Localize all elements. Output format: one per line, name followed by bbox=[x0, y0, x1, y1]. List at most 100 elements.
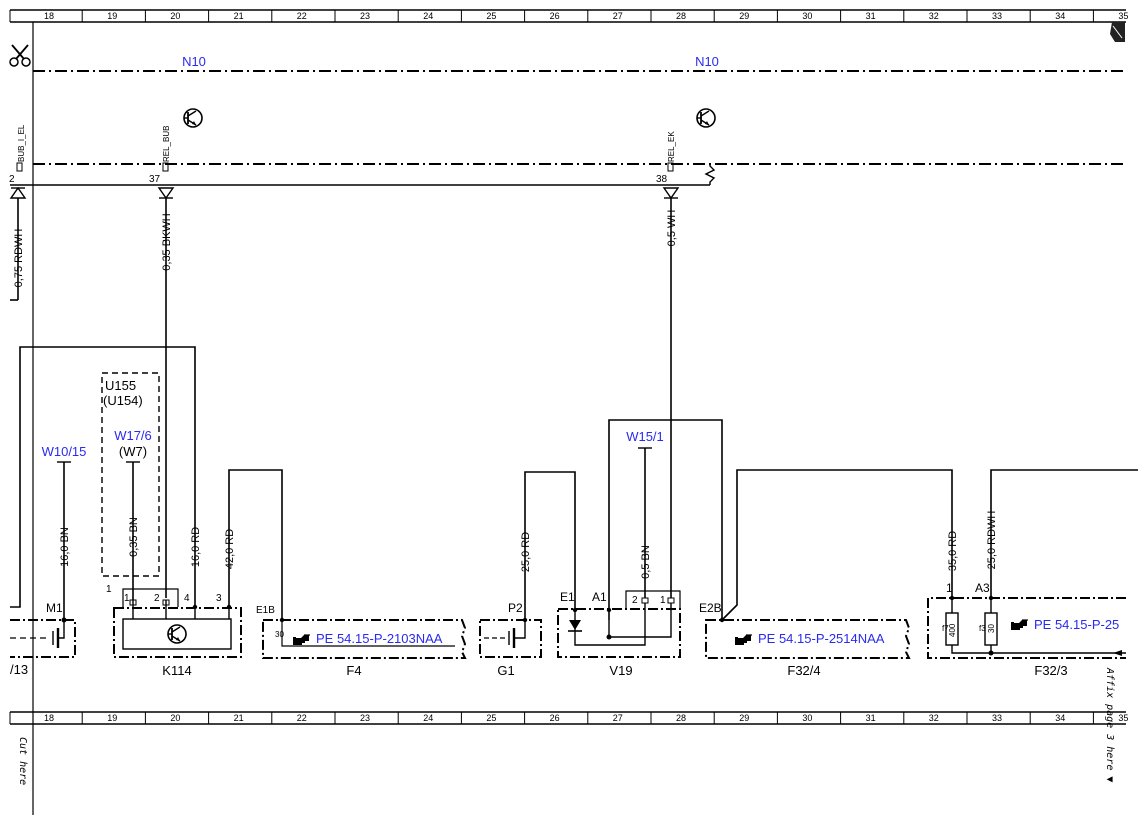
connector-a3: A3 bbox=[975, 581, 990, 595]
hand-pointer-icon bbox=[1010, 619, 1029, 631]
pe-ref-f32-3: PE 54.15-P-25 bbox=[1034, 617, 1119, 632]
ruler-column-number: 18 bbox=[44, 713, 54, 723]
ruler-column-number: 22 bbox=[297, 11, 307, 21]
ruler-column-number: 19 bbox=[107, 11, 117, 21]
ruler-column-number: 28 bbox=[676, 11, 686, 21]
ruler-column-number: 28 bbox=[676, 713, 686, 723]
ruler-column-number: 21 bbox=[234, 713, 244, 723]
cut-here-note: Cut here bbox=[17, 737, 28, 785]
ruler-column-number: 18 bbox=[44, 11, 54, 21]
ruler-column-number: 34 bbox=[1055, 713, 1065, 723]
transistor-icon bbox=[167, 624, 187, 644]
pe-ref-f4: PE 54.15-P-2103NAA bbox=[316, 631, 443, 646]
wire-label: 0,5 BN bbox=[640, 545, 652, 579]
w17-6-ref: W17/6 bbox=[114, 428, 152, 443]
ruler-column-number: 35 bbox=[1118, 11, 1128, 21]
wire-label: 25,0 RD bbox=[520, 532, 532, 572]
ruler-column-number: 26 bbox=[550, 713, 560, 723]
connector-a1: A1 bbox=[592, 590, 607, 604]
wire-label: 16,0 BN bbox=[59, 527, 71, 567]
connector-2: 2 bbox=[632, 595, 638, 606]
bus-connectors bbox=[9, 186, 680, 200]
component-label-k114: K114 bbox=[162, 663, 191, 678]
ruler-column-number: 24 bbox=[423, 713, 433, 723]
wires bbox=[10, 198, 1138, 621]
fuse-rating: 30 bbox=[987, 624, 996, 633]
connector-m1: M1 bbox=[46, 601, 63, 615]
pin-number-2: 2 bbox=[9, 174, 15, 185]
wire-label: 16,0 RD bbox=[190, 527, 202, 567]
connector-1: 1 bbox=[946, 581, 953, 595]
ruler-column-number: 31 bbox=[866, 713, 876, 723]
ruler-column-number: 32 bbox=[929, 11, 939, 21]
component-label-f4: F4 bbox=[346, 663, 361, 678]
w7-ref: (W7) bbox=[119, 444, 147, 459]
ruler-column-number: 19 bbox=[107, 713, 117, 723]
u155-label: U155 bbox=[105, 378, 136, 393]
component-f32-4 bbox=[705, 617, 911, 659]
pin-label-bub: BUB_I_EL bbox=[17, 124, 26, 162]
component-label-g1: G1 bbox=[497, 663, 514, 678]
ruler-column-number: 21 bbox=[234, 11, 244, 21]
component-f4 bbox=[262, 617, 467, 659]
w15-1-ref: W15/1 bbox=[626, 429, 664, 444]
ruler-column-number: 22 bbox=[297, 713, 307, 723]
ruler-column-number: 33 bbox=[992, 713, 1002, 723]
component-left-partial bbox=[10, 619, 76, 658]
hand-pointer-icon bbox=[292, 634, 311, 646]
pe-ref-f32-4: PE 54.15-P-2514NAA bbox=[758, 631, 885, 646]
hand-pointer-icon bbox=[734, 634, 753, 646]
ruler-column-number: 27 bbox=[613, 11, 623, 21]
scissors-icon bbox=[9, 44, 31, 67]
component-label: /13 bbox=[10, 662, 28, 677]
ruler-column-number: 34 bbox=[1055, 11, 1065, 21]
w10-15-ref: W10/15 bbox=[42, 444, 87, 459]
ruler-column-number: 23 bbox=[360, 713, 370, 723]
ruler-column-number: 32 bbox=[929, 713, 939, 723]
ruler-column-number: 29 bbox=[739, 11, 749, 21]
connector-e1: E1 bbox=[560, 590, 575, 604]
affix-note: Affix page 3 here ▼ bbox=[1104, 667, 1115, 782]
pin-number-38: 38 bbox=[656, 174, 668, 185]
connector-3: 3 bbox=[216, 593, 222, 604]
pin-label-rel-bub: REL_BUB bbox=[162, 126, 171, 162]
ruler-column-number: 25 bbox=[486, 11, 496, 21]
connector-1: 1 bbox=[106, 584, 112, 595]
ruler-column-number: 33 bbox=[992, 11, 1002, 21]
signal-bus bbox=[10, 164, 716, 186]
component-label-f32-3: F32/3 bbox=[1034, 663, 1067, 678]
wire-label: 0,75 RDWH bbox=[13, 229, 25, 288]
connector-e1b: E1B bbox=[256, 605, 275, 616]
fuse-label-f3: f3 bbox=[979, 624, 986, 633]
wire-label: 0,35 BN bbox=[128, 517, 140, 557]
page-corner-icon bbox=[1110, 22, 1125, 42]
wire-label: 35,0 RD bbox=[947, 531, 959, 571]
connector-e2b: E2B bbox=[699, 601, 722, 615]
fuse-rating: 400 bbox=[948, 623, 957, 637]
connector-p2: P2 bbox=[508, 601, 523, 615]
component-g1 bbox=[479, 617, 542, 658]
ruler-column-number: 20 bbox=[170, 713, 180, 723]
pin-tags bbox=[16, 162, 674, 172]
component-v19 bbox=[557, 590, 681, 658]
wire-label: 0,5 WH bbox=[666, 210, 678, 247]
n10-label-right: N10 bbox=[695, 54, 719, 69]
component-k114 bbox=[113, 588, 242, 658]
connector-4: 4 bbox=[184, 593, 190, 604]
u154-label: (U154) bbox=[103, 393, 143, 408]
connector-1: 1 bbox=[660, 595, 666, 606]
ruler-column-number: 30 bbox=[802, 713, 812, 723]
wire-label: 0,35 BKWH bbox=[161, 213, 173, 271]
ruler-column-number: 29 bbox=[739, 713, 749, 723]
pin-label-rel-ek: REL_EK bbox=[667, 131, 676, 162]
pin-number-37: 37 bbox=[149, 174, 161, 185]
transistor-icon bbox=[183, 108, 203, 128]
ruler-column-number: 27 bbox=[613, 713, 623, 723]
n10-label-left: N10 bbox=[182, 54, 206, 69]
transistor-icon bbox=[696, 108, 716, 128]
ruler-column-number: 23 bbox=[360, 11, 370, 21]
ruler-column-number: 35 bbox=[1118, 713, 1128, 723]
ruler-column-number: 26 bbox=[550, 11, 560, 21]
